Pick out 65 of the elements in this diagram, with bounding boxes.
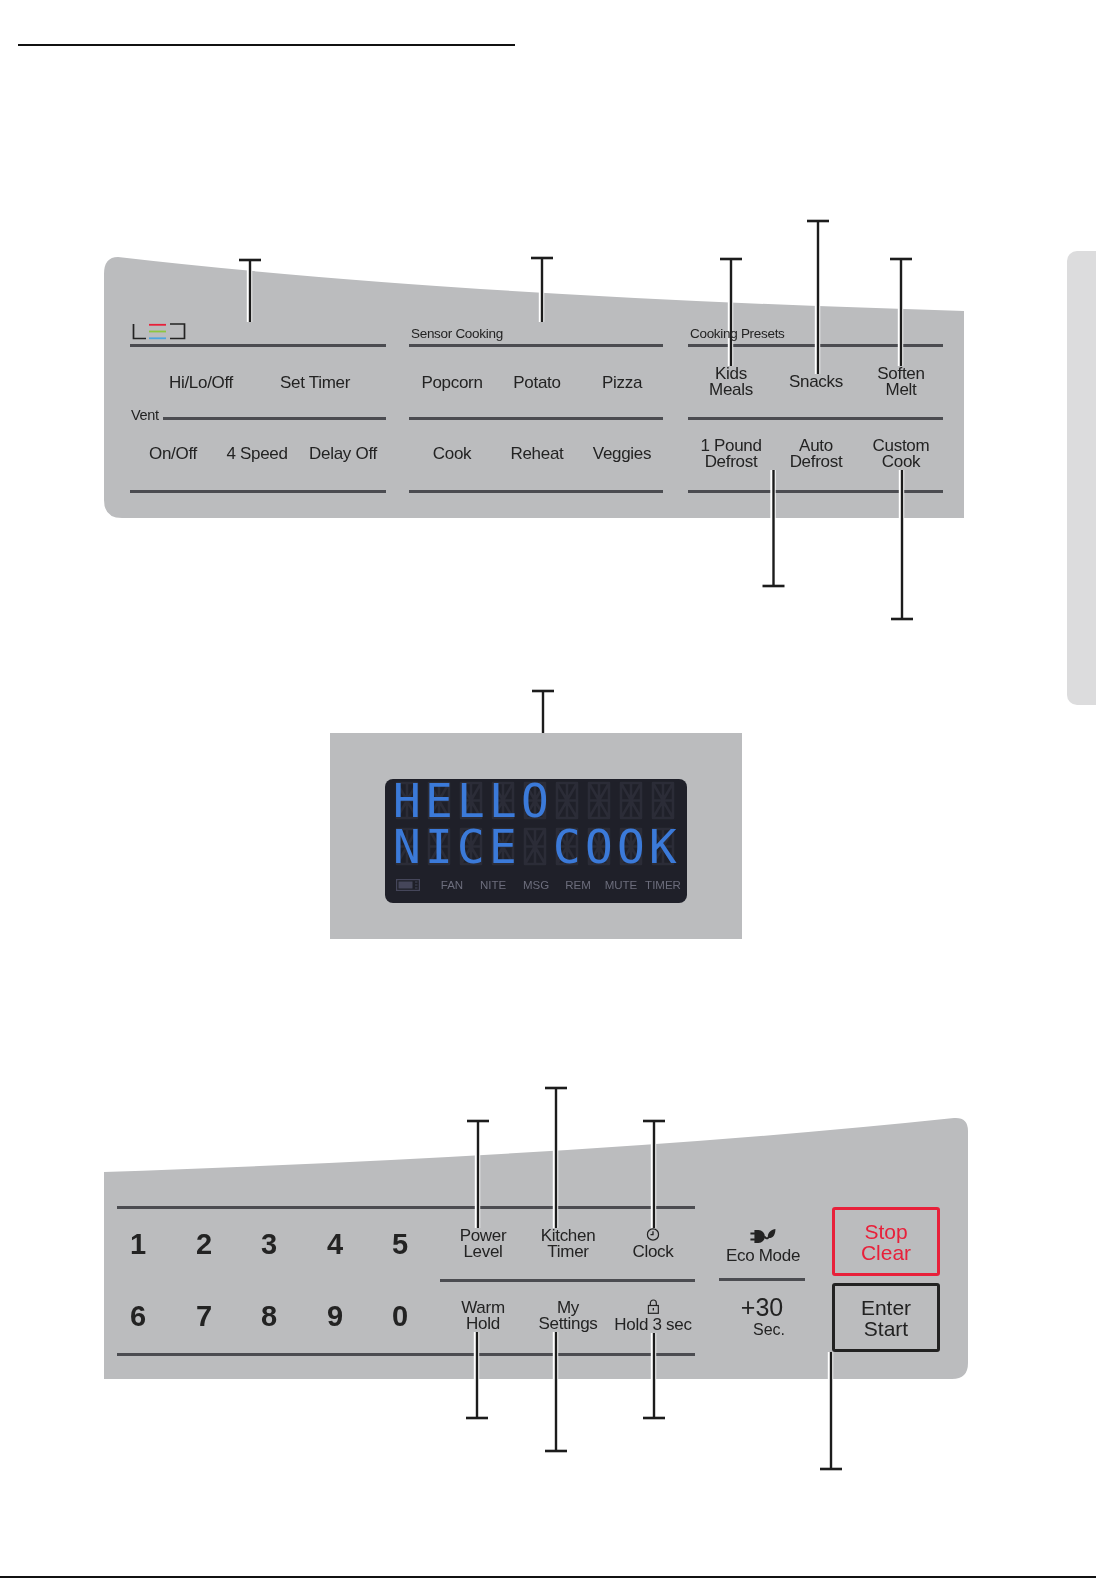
key-label: 2 <box>195 1229 213 1259</box>
key-label: Delay Off <box>309 446 377 462</box>
key-label: 6 <box>129 1301 147 1331</box>
leader-line <box>529 256 555 322</box>
key-label: Custom Cook <box>871 438 931 470</box>
leader-line <box>889 470 915 621</box>
group-label: Vent <box>131 407 159 423</box>
key-label: Soften Melt <box>876 366 926 398</box>
section-heading: Sensor Cooking <box>411 326 503 341</box>
stop-clear-button: Stop Clear <box>832 1207 940 1276</box>
leader-line <box>464 1332 490 1420</box>
key-label: 8 <box>260 1301 278 1331</box>
key-label: Kitchen Timer <box>539 1228 597 1260</box>
display-text: NICE COOK <box>393 828 681 866</box>
key-label: 4 <box>326 1229 344 1259</box>
key-label: Auto Defrost <box>788 438 844 470</box>
leader-line <box>465 1119 491 1228</box>
key-label: My Settings <box>537 1300 599 1332</box>
key-label: Veggies <box>592 446 652 462</box>
leader-line <box>805 219 831 374</box>
indicator-label: FAN <box>440 879 464 892</box>
key-label: Eco Mode <box>725 1248 801 1264</box>
key-label: 4 Speed <box>226 446 288 462</box>
key-label: Potato <box>513 375 561 391</box>
key-label: Snacks <box>789 374 843 390</box>
key-label: 1 <box>129 1229 147 1259</box>
indicator-label: TIMER <box>645 879 681 892</box>
leader-line <box>818 1352 844 1471</box>
leader-line <box>543 1086 569 1228</box>
key-label: Hi/Lo/Off <box>168 375 234 391</box>
key-label: Hold 3 sec <box>614 1317 692 1333</box>
key-label: 7 <box>195 1301 213 1331</box>
key-label: 3 <box>260 1229 278 1259</box>
indicator-label: NITE <box>479 879 507 892</box>
leader-line <box>888 257 914 366</box>
key-label: On/Off <box>149 446 197 462</box>
key-label: +30 <box>739 1294 785 1320</box>
lcd-screen <box>385 779 687 903</box>
indicator-label: REM <box>565 879 591 892</box>
key-label: Set Timer <box>280 375 350 391</box>
key-label: Clock <box>632 1244 674 1260</box>
indicator-label: MUTE <box>604 879 638 892</box>
indicator-label: MSG <box>522 879 550 892</box>
display-text: HELLO <box>393 782 553 820</box>
leader-line <box>237 258 263 322</box>
key-label: Reheat <box>510 446 564 462</box>
key-label: Kids Meals <box>708 366 754 398</box>
key-label: Cook <box>432 446 472 462</box>
key-label: Pizza <box>601 375 643 391</box>
key-label: 1 Pound Defrost <box>699 438 763 470</box>
enter-start-button: Enter Start <box>832 1283 940 1352</box>
leader-line <box>543 1332 569 1453</box>
leader-line <box>761 470 786 588</box>
key-label: Sec. <box>752 1319 785 1340</box>
leader-line <box>641 1333 667 1420</box>
key-label: Power Level <box>458 1228 508 1260</box>
key-label: Warm Hold <box>460 1300 506 1332</box>
key-label: 9 <box>326 1301 344 1331</box>
leader-line <box>530 689 556 733</box>
leader-line <box>718 257 744 366</box>
key-label: Popcorn <box>421 375 483 391</box>
key-label: 0 <box>391 1301 409 1331</box>
leader-line <box>641 1119 667 1228</box>
key-label: 5 <box>391 1229 409 1259</box>
display-panel <box>330 733 742 939</box>
